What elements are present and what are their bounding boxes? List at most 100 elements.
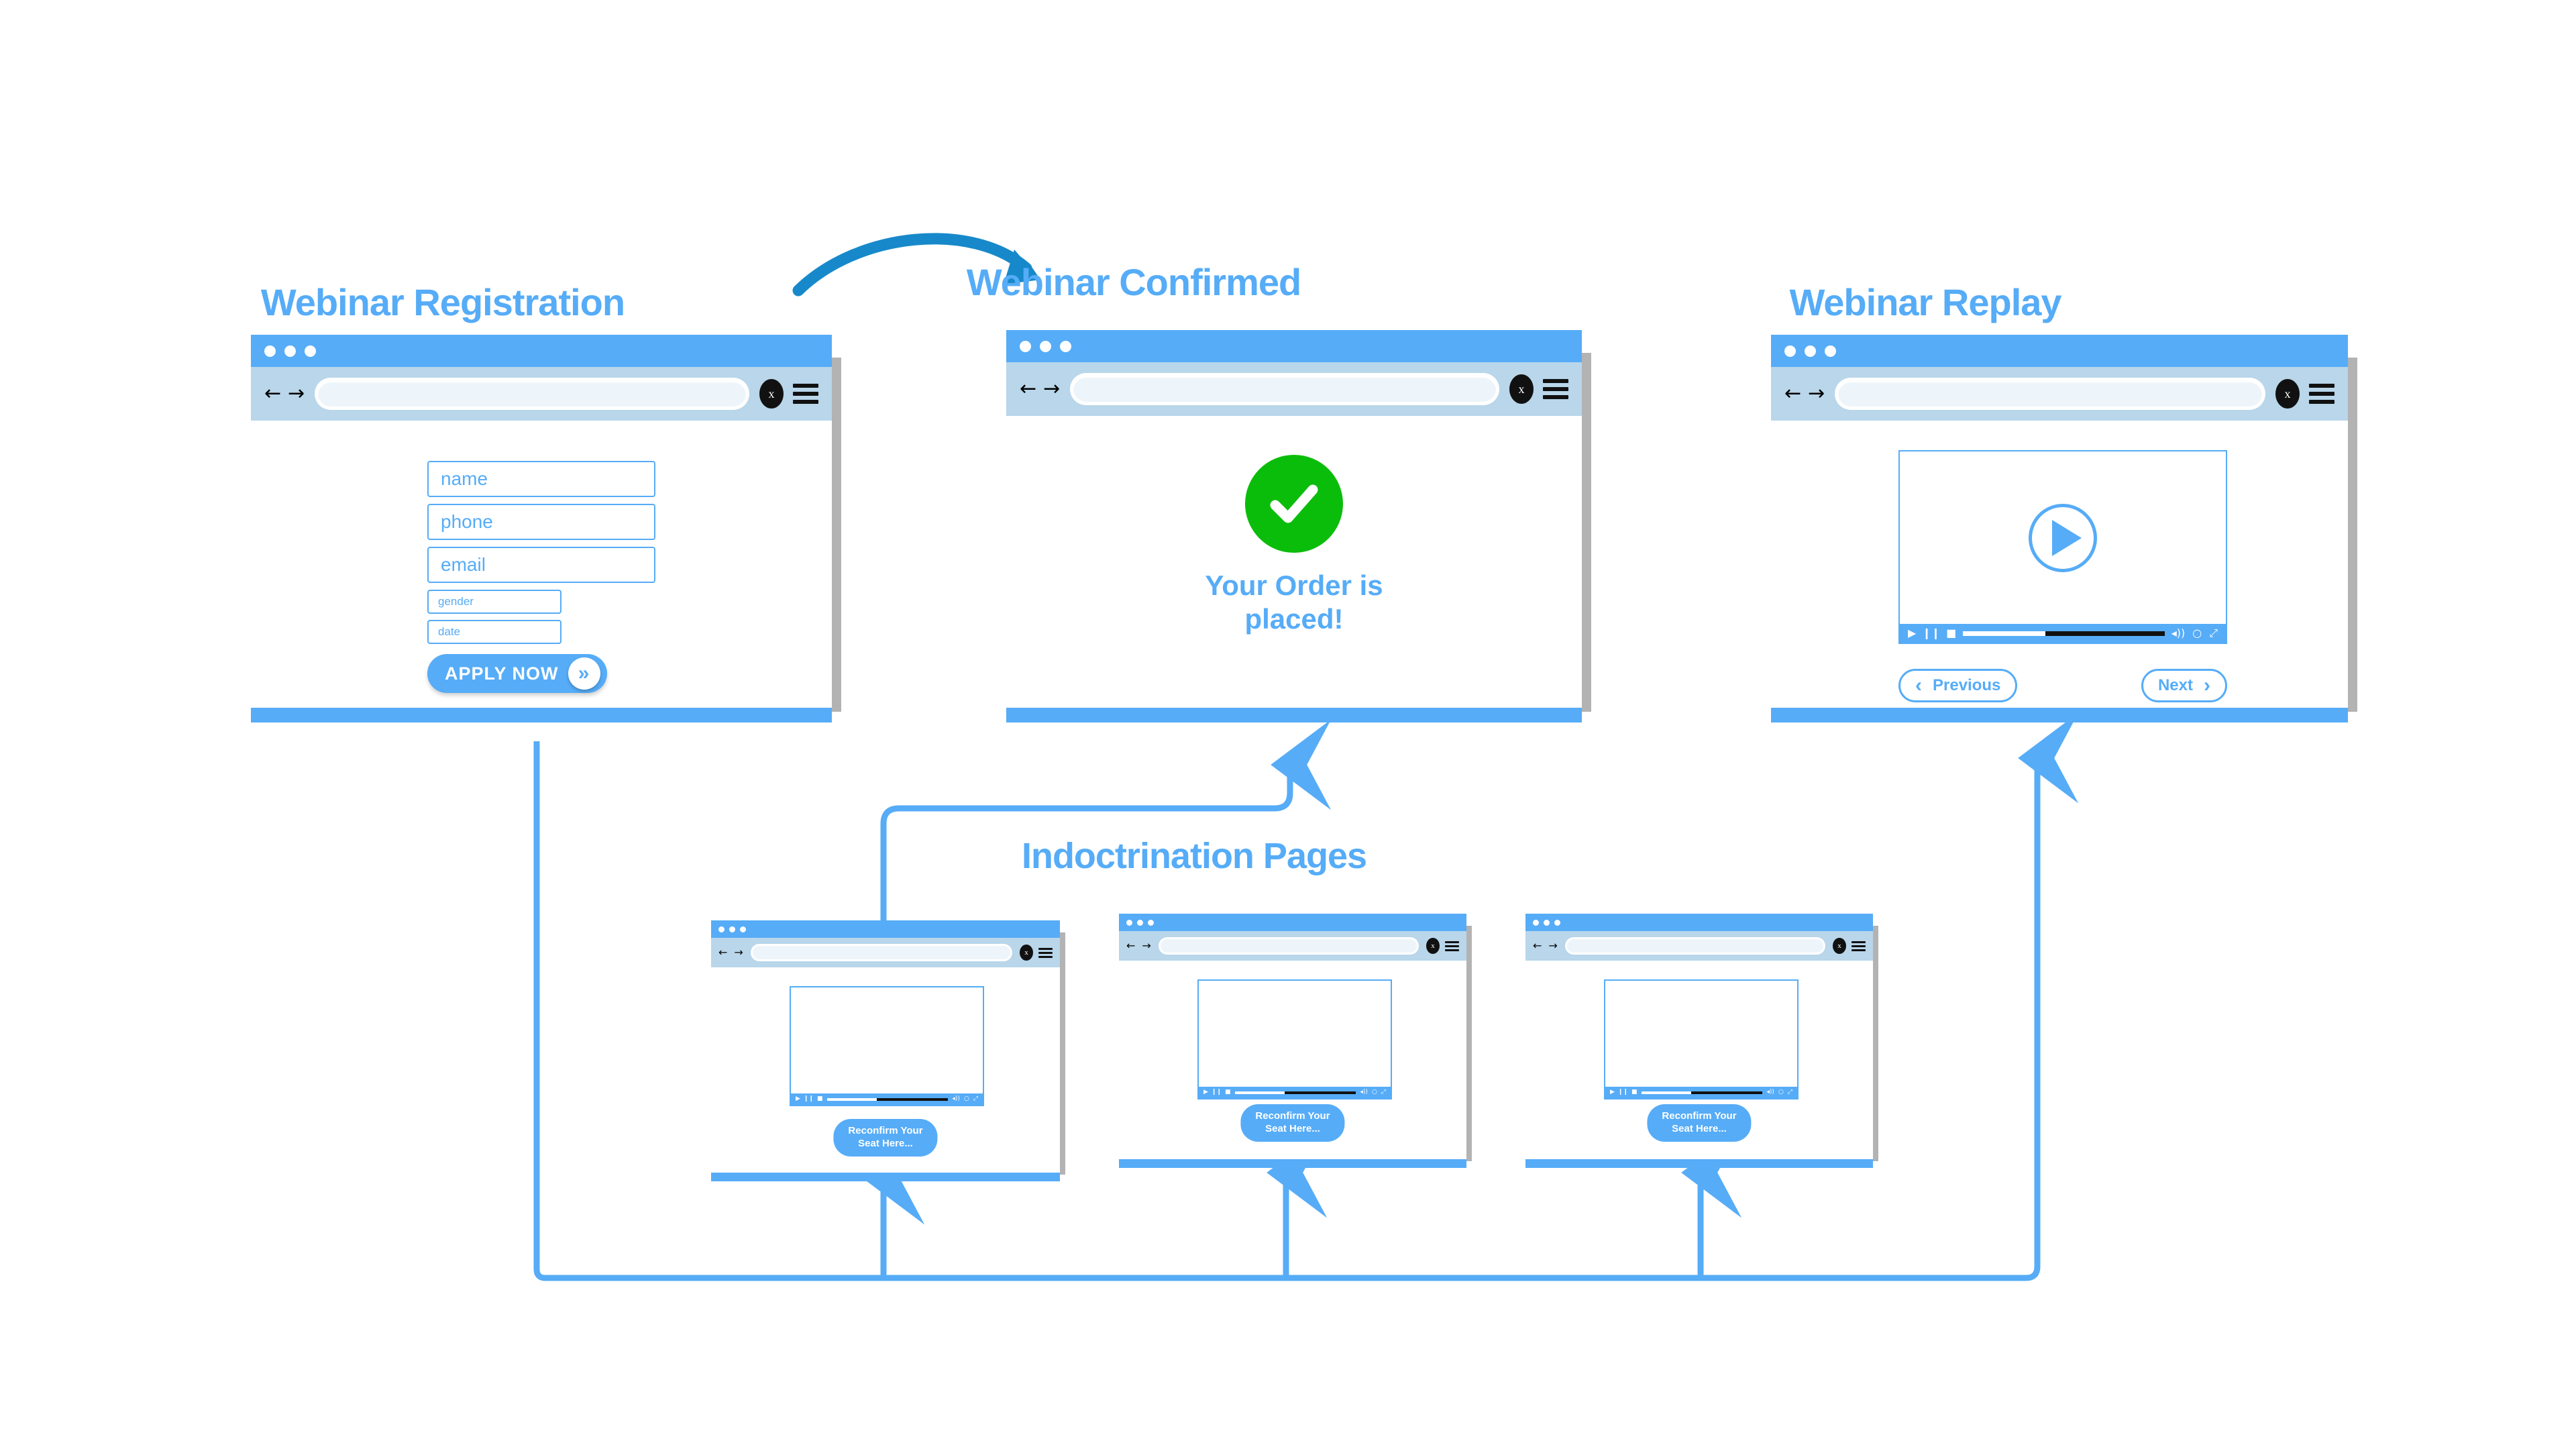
video-screen[interactable]	[1605, 981, 1797, 1087]
forward-arrow-icon[interactable]: →	[1043, 377, 1061, 400]
window-dot-close[interactable]	[1020, 340, 1031, 352]
window-dot-minimize[interactable]	[1805, 345, 1816, 357]
stop-icon[interactable]: ■	[1225, 1089, 1231, 1095]
window-dot-maximize[interactable]	[305, 345, 316, 357]
fullscreen-icon[interactable]: ⤢	[973, 1095, 978, 1102]
close-icon[interactable]: x	[759, 379, 784, 409]
gender-field[interactable]: gender	[427, 590, 561, 614]
video-progress-slider[interactable]	[826, 1097, 949, 1101]
close-icon[interactable]: x	[1426, 938, 1440, 954]
previous-button[interactable]: ‹ Previous	[1898, 669, 2018, 702]
back-arrow-icon[interactable]: ←	[1126, 939, 1136, 952]
window-dot-maximize[interactable]	[1554, 919, 1560, 926]
reconfirm-seat-button[interactable]: Reconfirm Your Seat Here...	[1647, 1104, 1752, 1142]
window-dot-close[interactable]	[718, 926, 724, 932]
video-screen[interactable]	[1900, 451, 2226, 624]
hamburger-menu-icon[interactable]	[1543, 379, 1568, 399]
volume-icon[interactable]: ◂))	[952, 1095, 960, 1102]
video-progress-slider[interactable]	[1234, 1091, 1356, 1094]
back-arrow-icon[interactable]: ←	[1784, 382, 1802, 405]
phone-field[interactable]: phone	[427, 504, 655, 540]
close-icon[interactable]: x	[2275, 379, 2300, 409]
volume-icon[interactable]: ◂))	[1360, 1089, 1368, 1095]
volume-icon[interactable]: ◂))	[1766, 1089, 1774, 1095]
next-button[interactable]: Next ›	[2141, 669, 2227, 702]
forward-arrow-icon[interactable]: →	[1808, 382, 1825, 405]
hamburger-menu-icon[interactable]	[1851, 941, 1866, 951]
hamburger-menu-icon[interactable]	[793, 384, 818, 404]
window-dot-minimize[interactable]	[284, 345, 296, 357]
fullscreen-icon[interactable]: ⤢	[1381, 1089, 1386, 1095]
fullscreen-icon[interactable]: ⤢	[1787, 1089, 1792, 1095]
play-icon[interactable]: ▶	[1610, 1089, 1615, 1095]
pause-icon[interactable]: ❙❙	[1617, 1089, 1629, 1095]
stop-icon[interactable]: ■	[1631, 1089, 1638, 1095]
window-dot-close[interactable]	[1533, 919, 1539, 926]
video-player-indoctrination-2[interactable]: ▶ ❙❙ ■ ◂)) ○ ⤢	[1197, 979, 1392, 1099]
hamburger-menu-icon[interactable]	[1038, 947, 1053, 958]
close-icon[interactable]: x	[1509, 374, 1534, 404]
video-screen[interactable]	[1199, 981, 1391, 1087]
forward-arrow-icon[interactable]: →	[1142, 939, 1151, 952]
back-arrow-icon[interactable]: ←	[1533, 939, 1542, 952]
close-icon[interactable]: x	[1020, 945, 1033, 961]
window-dot-close[interactable]	[1126, 919, 1132, 926]
address-bar[interactable]	[1566, 939, 1823, 953]
back-arrow-icon[interactable]: ←	[264, 382, 282, 405]
name-field[interactable]: name	[427, 461, 655, 497]
apply-now-button[interactable]: APPLY NOW »	[427, 654, 607, 693]
video-progress-played	[1963, 631, 2046, 636]
close-icon[interactable]: x	[1833, 938, 1846, 954]
email-field[interactable]: email	[427, 547, 655, 583]
video-player-indoctrination-1[interactable]: ▶ ❙❙ ■ ◂)) ○ ⤢	[790, 986, 984, 1106]
settings-icon[interactable]: ○	[963, 1095, 969, 1102]
video-progress-slider[interactable]	[1641, 1091, 1763, 1094]
reconfirm-seat-button[interactable]: Reconfirm Your Seat Here...	[833, 1119, 938, 1157]
window-dot-minimize[interactable]	[1040, 340, 1051, 352]
address-bar[interactable]	[318, 381, 746, 407]
hamburger-menu-icon[interactable]	[1445, 941, 1459, 951]
address-bar[interactable]	[1073, 376, 1496, 402]
window-dot-maximize[interactable]	[1060, 340, 1071, 352]
video-player-replay[interactable]: ▶ ❙❙ ■ ◂)) ○ ⤢	[1898, 450, 2227, 644]
video-screen[interactable]	[791, 987, 983, 1093]
stop-icon[interactable]: ■	[1946, 627, 1957, 639]
back-arrow-icon[interactable]: ←	[718, 946, 728, 959]
date-field[interactable]: date	[427, 620, 561, 644]
section-title-registration: Webinar Registration	[260, 281, 625, 323]
settings-icon[interactable]: ○	[1371, 1089, 1377, 1095]
window-dot-minimize[interactable]	[1137, 919, 1143, 926]
pause-icon[interactable]: ❙❙	[803, 1095, 814, 1102]
window-dot-minimize[interactable]	[729, 926, 735, 932]
window-dot-close[interactable]	[264, 345, 276, 357]
window-dot-close[interactable]	[1784, 345, 1796, 357]
window-dot-maximize[interactable]	[1148, 919, 1154, 926]
browser-toolbar: ← → x	[711, 938, 1060, 967]
forward-arrow-icon[interactable]: →	[734, 946, 743, 959]
next-label: Next	[2157, 676, 2193, 694]
window-dot-maximize[interactable]	[1825, 345, 1836, 357]
fullscreen-icon[interactable]: ⤢	[2209, 627, 2218, 639]
big-play-button-icon[interactable]	[2029, 503, 2097, 572]
forward-arrow-icon[interactable]: →	[288, 382, 305, 405]
forward-arrow-icon[interactable]: →	[1548, 939, 1558, 952]
play-icon[interactable]: ▶	[1908, 627, 1917, 639]
video-progress-slider[interactable]	[1963, 631, 2165, 636]
settings-icon[interactable]: ○	[1778, 1089, 1784, 1095]
window-dot-maximize[interactable]	[740, 926, 746, 932]
pause-icon[interactable]: ❙❙	[1211, 1089, 1222, 1095]
window-dot-minimize[interactable]	[1544, 919, 1550, 926]
address-bar[interactable]	[1160, 939, 1417, 953]
back-arrow-icon[interactable]: ←	[1020, 377, 1037, 400]
address-bar[interactable]	[752, 946, 1010, 959]
volume-icon[interactable]: ◂))	[2171, 627, 2186, 639]
address-bar[interactable]	[1838, 381, 2262, 407]
stop-icon[interactable]: ■	[817, 1095, 823, 1102]
video-player-indoctrination-3[interactable]: ▶ ❙❙ ■ ◂)) ○ ⤢	[1604, 979, 1799, 1099]
hamburger-menu-icon[interactable]	[2309, 384, 2334, 404]
play-icon[interactable]: ▶	[796, 1095, 800, 1102]
pause-icon[interactable]: ❙❙	[1922, 627, 1941, 639]
reconfirm-seat-button[interactable]: Reconfirm Your Seat Here...	[1240, 1104, 1345, 1142]
play-icon[interactable]: ▶	[1203, 1089, 1208, 1095]
settings-icon[interactable]: ○	[2192, 627, 2202, 639]
